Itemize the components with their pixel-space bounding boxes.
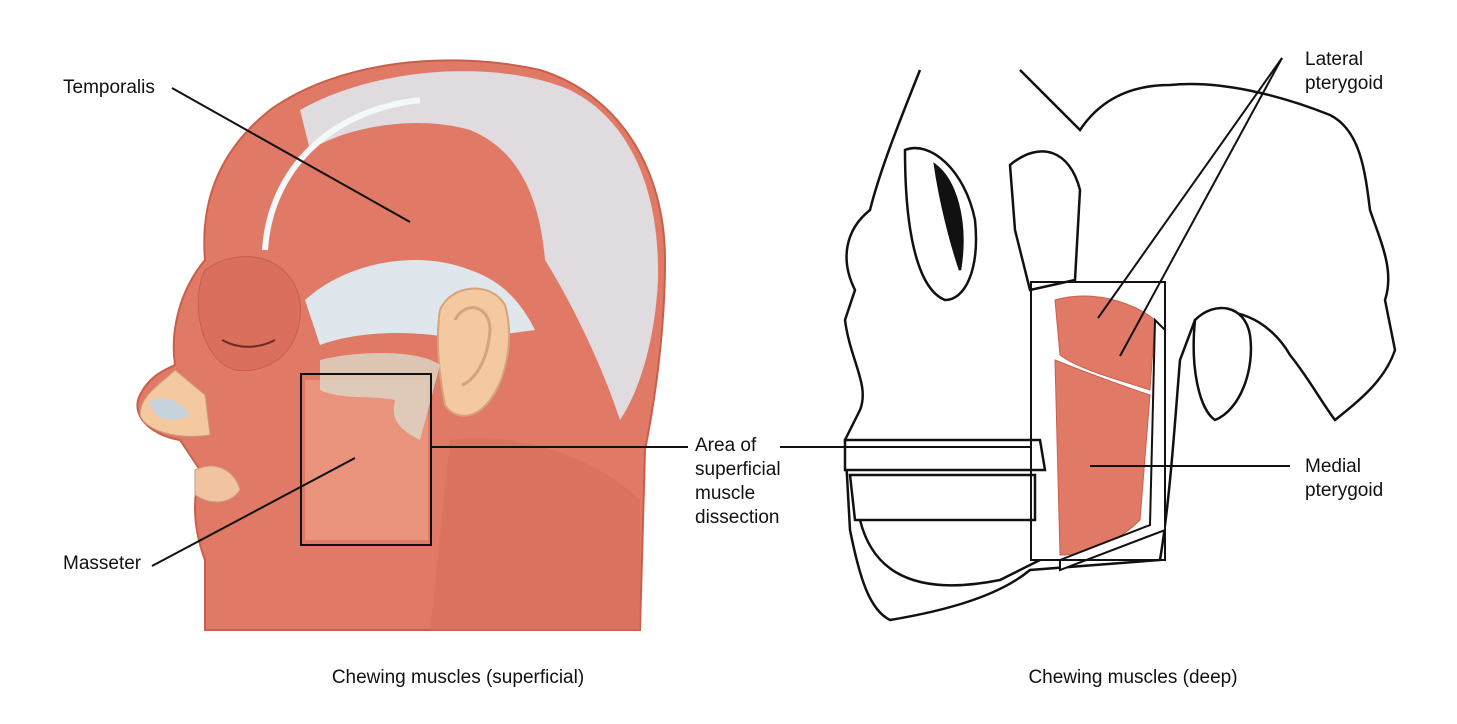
caption-deep: Chewing muscles (deep) <box>1028 667 1238 688</box>
teeth-upper <box>843 438 1047 472</box>
label-lateral-line2: pterygoid <box>1305 73 1384 94</box>
leader-lateral-2 <box>1119 57 1283 357</box>
mastoid-ear <box>1192 306 1253 422</box>
eyelid <box>221 339 276 348</box>
mandible <box>858 519 1041 587</box>
dissection-box-left <box>300 373 432 546</box>
label-lateral-pterygoid: Lateral pterygoid <box>1305 48 1383 96</box>
label-area-line1: Area of <box>695 435 757 456</box>
label-area-line4: dissection <box>695 507 780 528</box>
temporal-line <box>262 97 421 251</box>
pterygoid-muscles <box>1030 281 1166 572</box>
leader-temporalis <box>171 87 411 223</box>
label-medial-line1: Medial <box>1305 456 1361 477</box>
eye-muscle <box>197 256 301 372</box>
label-temporalis: Temporalis <box>63 77 155 98</box>
leader-lines <box>151 57 1290 567</box>
neck-muscles <box>430 438 640 630</box>
label-area-superficial-dissection: Area of superficial muscle dissection <box>695 434 781 530</box>
orbit-shadow <box>933 162 964 271</box>
label-masseter: Masseter <box>63 553 142 574</box>
lateral-pterygoid-muscle <box>1054 295 1156 391</box>
label-medial-pterygoid: Medial pterygoid <box>1305 455 1383 503</box>
label-area-line3: muscle <box>695 483 756 504</box>
nose-cartilage <box>150 398 190 420</box>
label-lateral-line1: Lateral <box>1305 49 1364 70</box>
teeth-lower <box>848 473 1037 522</box>
superficial-head-illustration <box>136 59 667 631</box>
caption-superficial: Chewing muscles (superficial) <box>331 667 585 688</box>
lips <box>194 465 241 503</box>
ear-inner <box>453 306 492 387</box>
ear <box>436 287 511 417</box>
leader-lateral-1 <box>1097 57 1283 319</box>
dissection-box-right <box>1030 281 1166 561</box>
label-medial-line2: pterygoid <box>1305 480 1384 501</box>
leader-masseter <box>151 457 356 567</box>
temporal-fascia <box>300 71 659 421</box>
label-area-line2: superficial <box>695 459 781 480</box>
